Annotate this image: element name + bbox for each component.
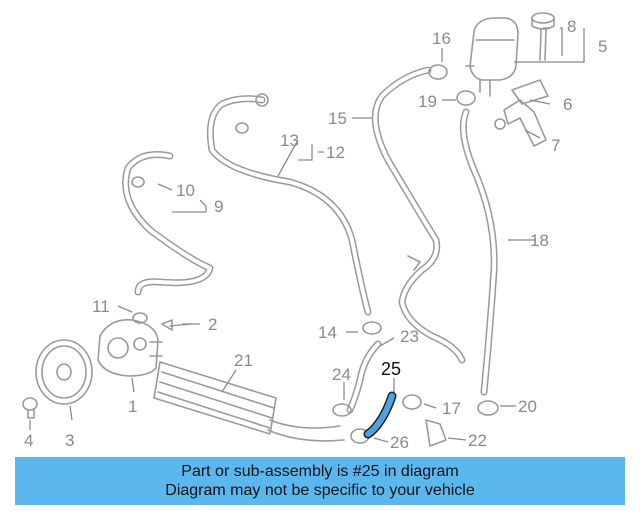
callout-4: 4 bbox=[24, 431, 33, 450]
callout-16: 16 bbox=[432, 29, 451, 48]
leader-lines bbox=[29, 27, 585, 443]
reservoir-cap bbox=[531, 12, 555, 61]
banner-line-2: Diagram may not be specific to your vehi… bbox=[165, 482, 475, 499]
callout-25: 25 bbox=[381, 359, 401, 379]
callout-12: 12 bbox=[326, 143, 345, 162]
callout-11: 11 bbox=[92, 297, 110, 316]
callout-3: 3 bbox=[65, 431, 74, 450]
callout-18: 18 bbox=[530, 231, 549, 250]
callout-9: 9 bbox=[214, 197, 223, 216]
callout-26: 26 bbox=[390, 433, 409, 452]
callout-19: 19 bbox=[418, 92, 437, 111]
bracket bbox=[494, 79, 549, 147]
pulley bbox=[35, 339, 93, 405]
info-banner: Part or sub-assembly is #25 in diagram D… bbox=[15, 457, 625, 505]
callout-13: 13 bbox=[280, 131, 299, 150]
highlighted-hose-25 bbox=[363, 391, 397, 439]
callout-2: 2 bbox=[208, 315, 217, 334]
reservoir bbox=[465, 17, 519, 97]
callout-17: 17 bbox=[442, 399, 461, 418]
oil-cooler bbox=[153, 361, 345, 442]
callout-10: 10 bbox=[176, 181, 195, 200]
callout-7: 7 bbox=[551, 136, 560, 155]
callout-15: 15 bbox=[328, 109, 347, 128]
callout-21: 21 bbox=[234, 351, 253, 370]
callout-1: 1 bbox=[128, 397, 137, 416]
banner-line-1: Part or sub-assembly is #25 in diagram bbox=[181, 463, 459, 480]
callout-14: 14 bbox=[318, 323, 337, 342]
callout-20: 20 bbox=[518, 397, 537, 416]
callout-22: 22 bbox=[468, 431, 487, 450]
power-steering-pump bbox=[97, 319, 163, 377]
bolt bbox=[22, 397, 38, 419]
callout-5: 5 bbox=[598, 37, 607, 56]
callout-24: 24 bbox=[332, 365, 351, 384]
callout-6: 6 bbox=[563, 95, 572, 114]
callout-23: 23 bbox=[400, 327, 419, 346]
callout-8: 8 bbox=[567, 17, 576, 36]
